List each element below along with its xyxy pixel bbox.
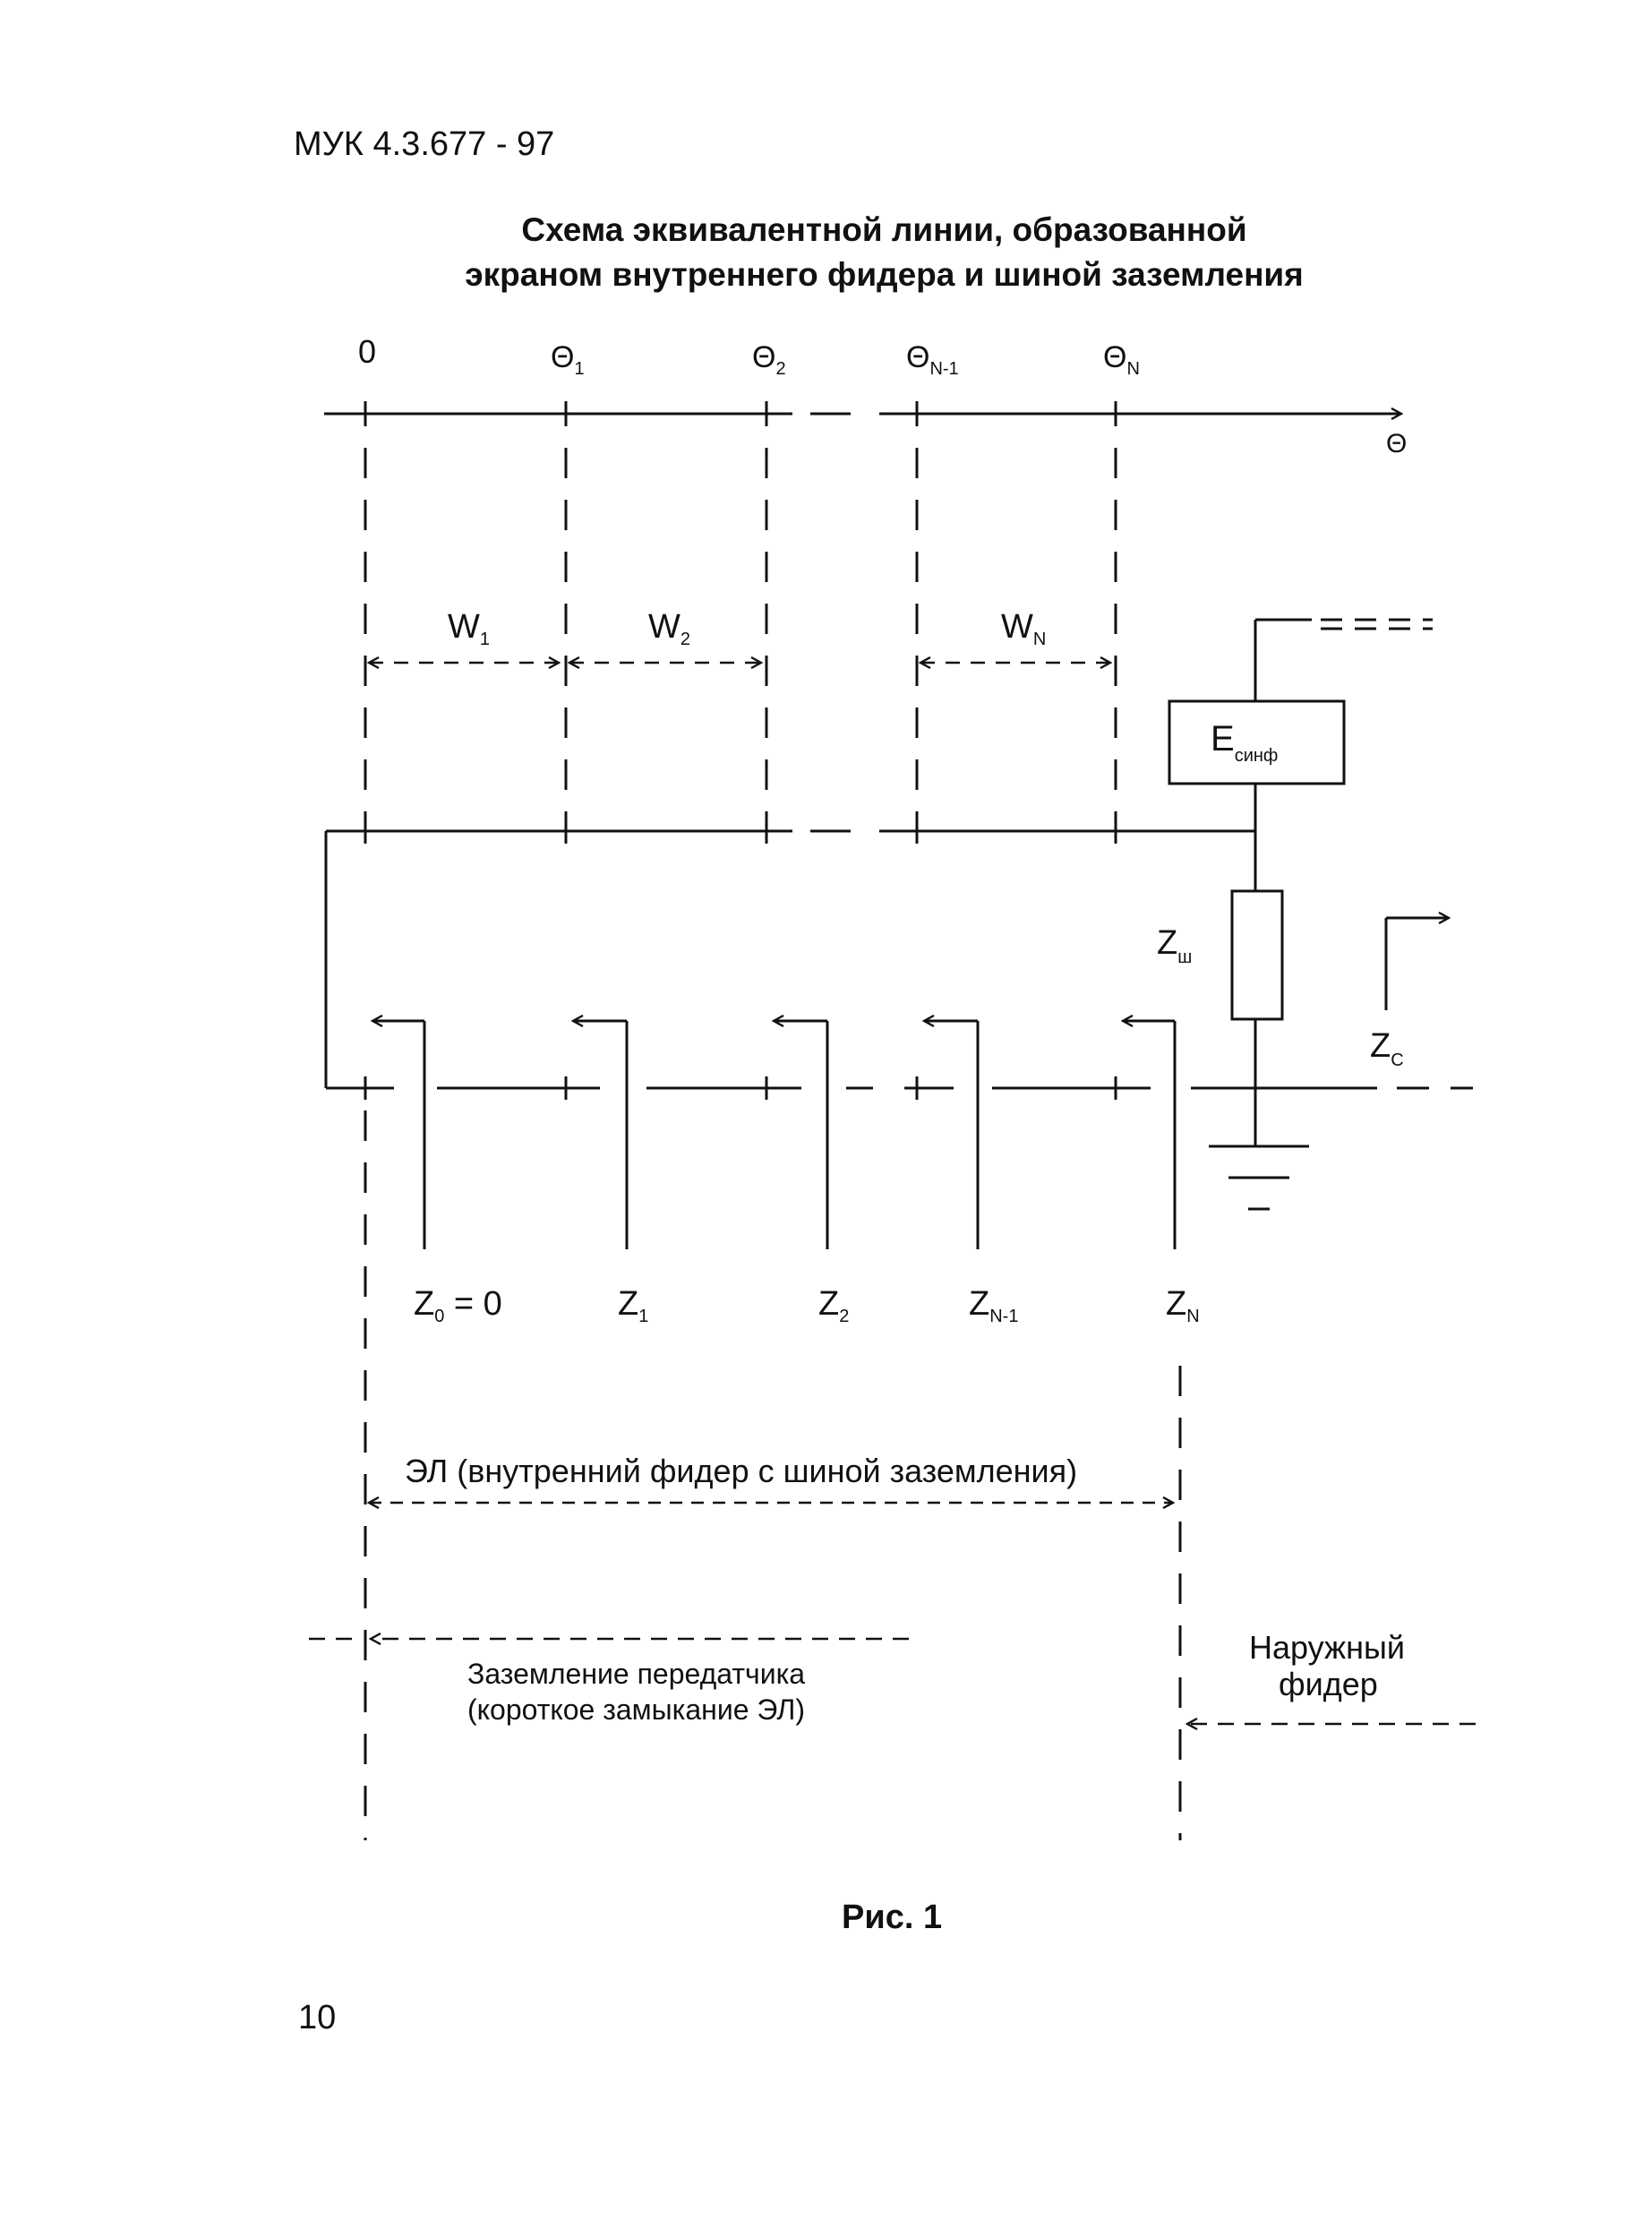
load-z2-label: Z2: [818, 1285, 849, 1326]
axis-labels: 0 Θ1 Θ2 ΘN-1 ΘN Θ: [358, 333, 1407, 459]
load-zn-label: ZN: [1166, 1285, 1200, 1326]
outer-feeder-label: Наружный фидер: [1249, 1629, 1405, 1702]
load-z1-label: Z1: [618, 1285, 648, 1326]
lower-boundaries: [364, 1110, 1182, 1840]
figure-caption: Рис. 1: [842, 1899, 943, 1936]
segment-labels: W1 W2 WN: [448, 608, 1046, 649]
load-z0-label: Z0 = 0: [414, 1285, 502, 1326]
load-hook-n: [1123, 1021, 1177, 1249]
source-branch: [1168, 618, 1433, 1146]
theta-n-1-label: ΘN-1: [906, 340, 959, 379]
document-code: МУК 4.3.677 - 97: [294, 125, 555, 163]
segment-w1-label: W1: [448, 608, 490, 649]
load-zn-1-label: ZN-1: [969, 1285, 1018, 1326]
zc-arrow: [1384, 918, 1449, 1010]
load-hook-1: [573, 1021, 629, 1249]
load-hook-n-1: [924, 1021, 980, 1249]
load-hook-2: [774, 1021, 829, 1249]
grounding-label-line-2: (короткое замыкание ЭЛ): [467, 1693, 805, 1726]
source-box: [1168, 699, 1346, 785]
ground-bus: [326, 1076, 1473, 1100]
load-hooks: [372, 1021, 1177, 1249]
outer-feeder-label-line-2: фидер: [1279, 1666, 1378, 1702]
origin-label: 0: [358, 333, 376, 370]
figure-title: Схема эквивалентной линии, образованной …: [0, 208, 1652, 297]
theta-axis: [324, 401, 1401, 426]
segment-w2-label: W2: [648, 608, 690, 649]
source-label: Eсинф: [1211, 719, 1278, 766]
figure-title-line-1: Схема эквивалентной линии, образованной: [521, 211, 1247, 248]
theta-n-label: ΘN: [1103, 340, 1140, 379]
shunt-label: Zш: [1157, 924, 1192, 967]
grounding-label: Заземление передатчика (короткое замыкан…: [467, 1658, 805, 1726]
theta-axis-end-label: Θ: [1386, 429, 1407, 459]
load-hook-0: [372, 1021, 426, 1249]
theta-1-label: Θ1: [551, 340, 585, 379]
equivalent-line-label: ЭЛ (внутренний фидер с шиной заземления): [405, 1453, 1077, 1489]
zc-label: ZC: [1370, 1027, 1404, 1070]
ground-symbol: [1209, 1145, 1309, 1211]
shunt-resistor: [1230, 889, 1284, 1021]
load-labels: Z0 = 0 Z1 Z2 ZN-1 ZN: [414, 1285, 1200, 1326]
section-dividers: [364, 448, 1117, 846]
theta-2-label: Θ2: [752, 340, 786, 379]
page-number: 10: [298, 1999, 337, 2036]
figure-title-line-2: экраном внутреннего фидера и шиной зазем…: [465, 256, 1304, 293]
grounding-label-line-1: Заземление передатчика: [467, 1658, 805, 1690]
upper-conductor: [324, 819, 1255, 1088]
segment-wn-label: WN: [1001, 608, 1046, 649]
outer-feeder-label-line-1: Наружный: [1249, 1629, 1405, 1666]
